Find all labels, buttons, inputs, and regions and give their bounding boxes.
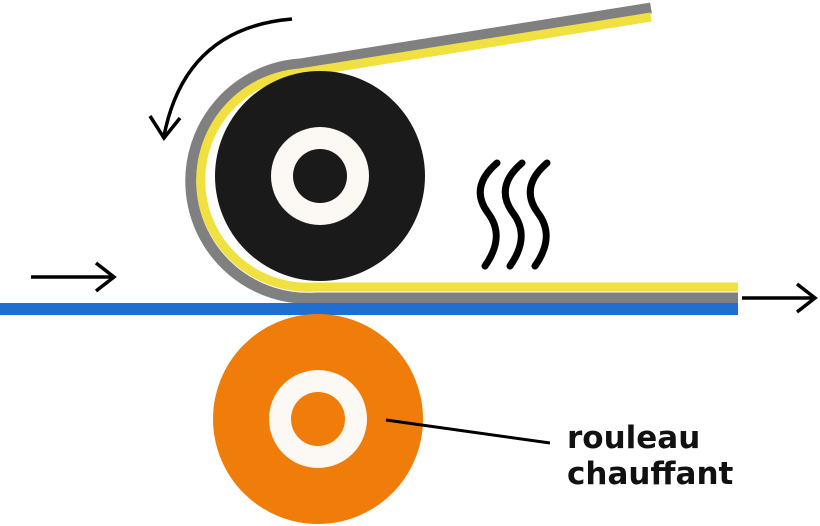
feed-arrow-out-head xyxy=(795,282,818,314)
heated-roller-label-line1: rouleau xyxy=(567,420,700,456)
film-yellow-layer xyxy=(196,12,738,292)
feed-arrow-out-icon xyxy=(742,282,818,314)
top-roller-center xyxy=(293,149,347,203)
feed-arrow-in-head xyxy=(94,261,117,293)
feed-arrow-in-icon xyxy=(31,261,117,293)
rotation-arrow-arc xyxy=(162,17,293,137)
heat-wave-1 xyxy=(476,159,501,270)
film-gray-layer xyxy=(185,2,738,304)
heated-roller-center xyxy=(291,392,345,446)
rotation-arrow-icon xyxy=(148,17,293,142)
rotation-arrow-head xyxy=(148,115,182,142)
heated-roller xyxy=(213,314,423,524)
heat-waves-icon xyxy=(476,159,551,270)
heat-wave-2 xyxy=(501,159,526,270)
heated-roller-label-line2: chauffant xyxy=(567,456,734,492)
substrate-line xyxy=(0,303,738,315)
transfer-film xyxy=(185,2,738,304)
heat-wave-3 xyxy=(526,159,551,270)
top-roller xyxy=(215,71,425,281)
heated-roller-leader-line xyxy=(385,418,551,445)
